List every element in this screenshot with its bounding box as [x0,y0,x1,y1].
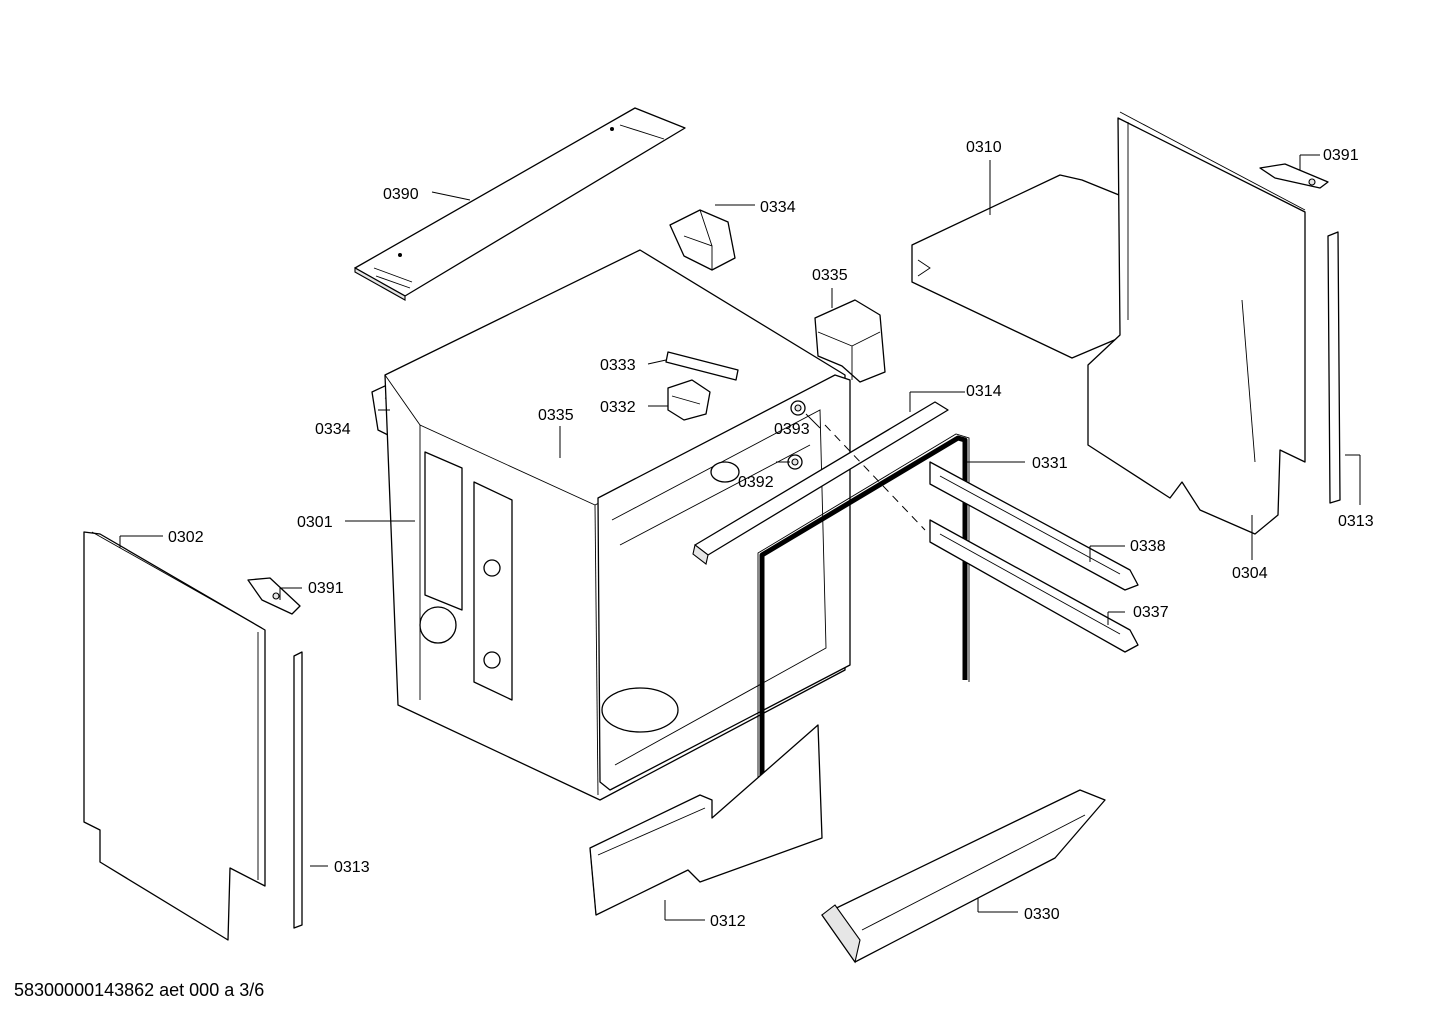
part-0330-base-trough [821,789,1106,964]
part-0301-tub [384,249,851,801]
part-0302-side-panel [83,531,266,941]
part-0337-rail [929,519,1139,653]
label-0310: 0310 [966,139,1002,156]
label-0391-upper: 0391 [1323,147,1359,164]
part-0314-seal-strip [692,401,949,565]
label-0334-upper: 0334 [760,199,796,216]
label-0391-lower: 0391 [308,580,344,597]
label-0313-left: 0313 [334,859,370,876]
guide-line [824,424,926,531]
label-0392: 0392 [738,474,774,491]
label-0335-upper: 0335 [812,267,848,284]
label-0330: 0330 [1024,906,1060,923]
label-0332: 0332 [600,399,636,416]
label-0338: 0338 [1130,538,1166,555]
label-0393: 0393 [774,421,810,438]
label-0335-lower: 0335 [538,407,574,424]
part-0392-fitting [787,454,803,470]
label-0312: 0312 [710,913,746,930]
part-0304-side-panel [1087,111,1306,535]
part-0335-block-right [814,299,886,383]
label-0334-lower: 0334 [315,421,351,438]
part-0391-clip-upper [1259,163,1329,189]
document-code: 58300000143862 aet 000 a 3/6 [14,980,265,1000]
part-0331-door-gasket [757,433,970,795]
part-0313-strip-right [1327,231,1341,504]
label-0304: 0304 [1232,565,1268,582]
label-0302: 0302 [168,529,204,546]
part-0312-foot-panel [589,724,823,916]
leader-lines [119,154,1361,921]
label-0301: 0301 [297,514,333,531]
part-0313-strip-left [293,651,303,929]
part-0334-bracket-upper [669,209,736,271]
label-0337: 0337 [1133,604,1169,621]
label-0390: 0390 [383,186,419,203]
label-0331: 0331 [1032,455,1068,472]
part-0333-bracket [665,351,739,381]
part-0391-clip-lower [247,577,301,615]
label-0314: 0314 [966,383,1002,400]
part-0390-top-plate [354,107,686,301]
part-0332-switch [667,379,711,421]
part-0393-fitting [790,400,806,416]
label-0333: 0333 [600,357,636,374]
part-0338-rail [929,461,1139,591]
label-0313-right: 0313 [1338,513,1374,530]
